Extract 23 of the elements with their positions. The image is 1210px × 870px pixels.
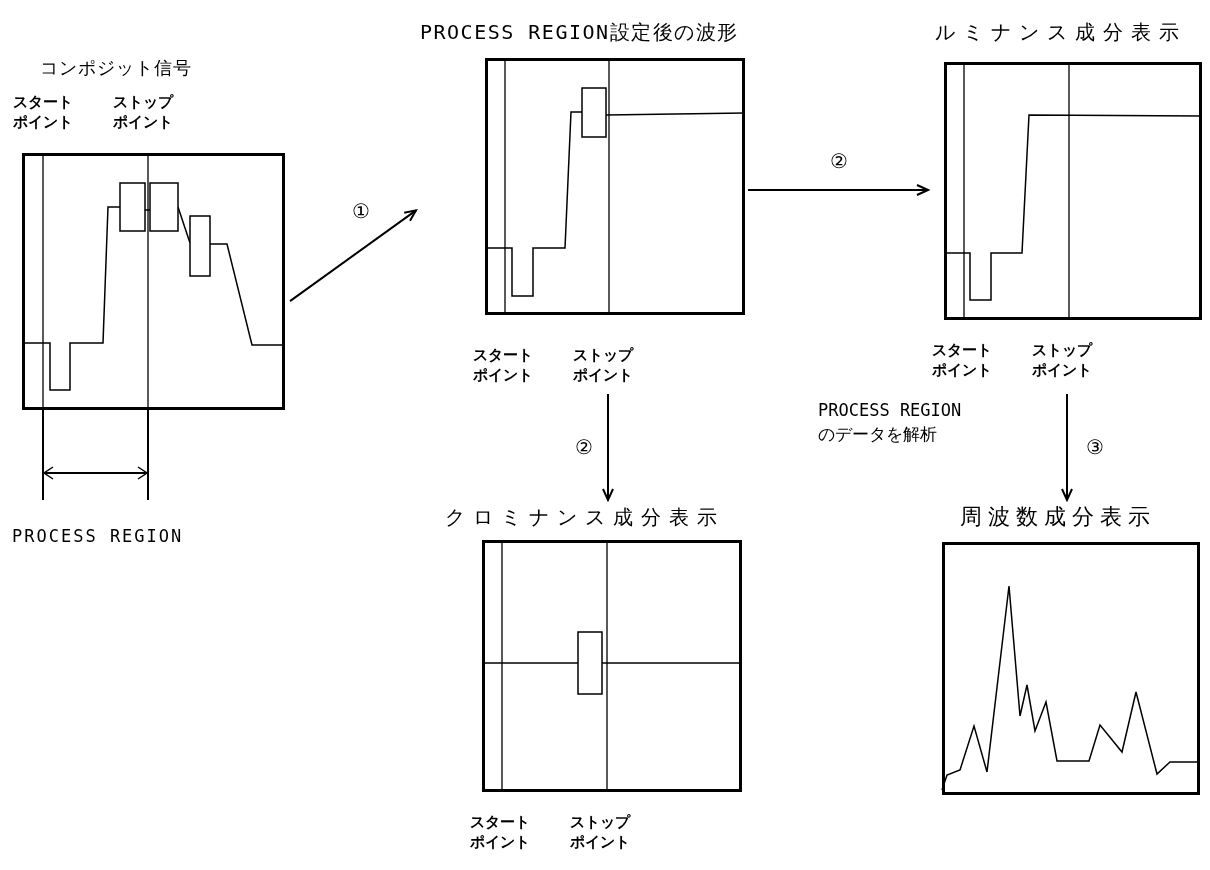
point-label: スタートポイント <box>932 340 993 380</box>
point-label: ストップポイント <box>573 345 635 385</box>
panel-title: PROCESS REGION設定後の波形 <box>420 20 739 44</box>
point-label: スタートポイント <box>470 812 531 852</box>
point-label: ストップポイント <box>113 92 175 132</box>
edge-label: ① <box>350 200 372 222</box>
annotation-text: PROCESS REGIONのデータを解析 <box>818 399 963 446</box>
edge-label: ② <box>828 150 850 172</box>
point-label: ストップポイント <box>570 812 632 852</box>
arrow <box>289 209 417 303</box>
edge-label: ② <box>573 436 595 458</box>
arrow <box>602 393 614 501</box>
point-label: スタートポイント <box>473 345 534 385</box>
panel-title: ルミナンス成分表示 <box>935 20 1187 44</box>
dimension-label: PROCESS REGION <box>12 525 184 548</box>
panel-title: 周波数成分表示 <box>960 505 1156 529</box>
panel-title: コンポジット信号 <box>40 56 192 80</box>
arrow <box>747 184 929 196</box>
point-label: スタートポイント <box>13 92 74 132</box>
edge-label: ③ <box>1084 436 1106 458</box>
panel-title: クロミナンス成分表示 <box>445 505 725 529</box>
arrow <box>1061 393 1073 501</box>
point-label: ストップポイント <box>1032 340 1094 380</box>
